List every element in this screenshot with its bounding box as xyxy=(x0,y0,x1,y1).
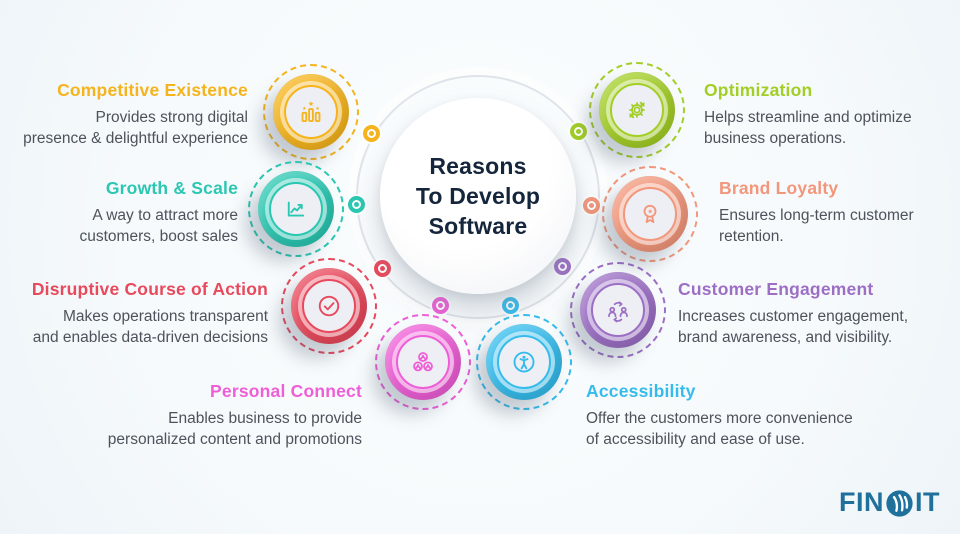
dashed-ring xyxy=(281,258,377,354)
disruptive-badge xyxy=(281,258,377,354)
people-exchange-icon xyxy=(608,301,628,323)
check-circle-icon xyxy=(318,295,340,317)
growth-scale-text: Growth & Scale A way to attract more cus… xyxy=(79,178,238,247)
people-network-icon xyxy=(413,352,433,372)
accessibility-icon xyxy=(513,351,535,373)
svg-text:★: ★ xyxy=(308,100,314,108)
item-description: Makes operations transparent and enables… xyxy=(32,308,268,346)
dashed-ring xyxy=(476,314,572,410)
svg-text:★: ★ xyxy=(647,209,653,216)
personal-connect-text: Personal Connect Enables business to pro… xyxy=(108,381,362,450)
connector-dot-customer-engagement xyxy=(554,258,571,275)
connector-dot-growth-scale xyxy=(348,196,365,213)
item-description: Increases customer engagement, brand awa… xyxy=(678,308,909,346)
connector-dot-optimization xyxy=(570,123,587,140)
finoit-logo: FIN IT xyxy=(839,487,940,518)
connector-dot-brand-loyalty xyxy=(583,197,600,214)
dashed-ring xyxy=(375,314,471,410)
podium-stars-icon: ★ ★ ★ xyxy=(301,100,321,122)
dashed-ring xyxy=(263,64,359,160)
award-ribbon-icon: ★ xyxy=(643,204,657,224)
connector-dot-competitive-existence xyxy=(363,125,380,142)
customer-engagement-text: Customer Engagement Increases customer e… xyxy=(678,279,908,348)
svg-text:★: ★ xyxy=(315,106,320,112)
disruptive-text: Disruptive Course of Action Makes operat… xyxy=(32,279,268,348)
item-heading: Growth & Scale xyxy=(105,178,238,198)
item-description: Enables business to provide personalized… xyxy=(107,410,362,448)
item-description: Ensures long-term customer retention. xyxy=(719,207,914,245)
item-heading: Accessibility xyxy=(586,381,696,401)
title-line-1: Reasons xyxy=(429,153,527,179)
brand-loyalty-badge: ★ xyxy=(602,166,698,262)
customer-engagement-badge xyxy=(570,262,666,358)
brand-loyalty-text: Brand Loyalty Ensures long-term customer… xyxy=(719,178,914,247)
growth-scale-badge xyxy=(248,161,344,257)
svg-text:★: ★ xyxy=(302,106,307,112)
center-circle: Reasons To Develop Software xyxy=(380,98,576,294)
accessibility-text: Accessibility Offer the customers more c… xyxy=(586,381,853,450)
personal-connect-badge xyxy=(375,314,471,410)
dashed-ring xyxy=(589,62,685,158)
title-line-2: To Develop xyxy=(415,183,541,209)
connector-dot-disruptive xyxy=(374,260,391,277)
optimization-badge xyxy=(589,62,685,158)
dashed-ring xyxy=(248,161,344,257)
dashed-ring xyxy=(602,166,698,262)
item-description: Offer the customers more convenience of … xyxy=(586,410,853,448)
logo-text-it: IT xyxy=(915,487,940,517)
accessibility-badge xyxy=(476,314,572,410)
item-heading: Customer Engagement xyxy=(678,279,874,299)
item-heading: Disruptive Course of Action xyxy=(31,279,268,299)
item-heading: Brand Loyalty xyxy=(719,178,839,198)
infographic-title: Reasons To Develop Software xyxy=(416,151,540,241)
item-heading: Competitive Existence xyxy=(57,80,248,100)
dashed-ring xyxy=(570,262,666,358)
logo-text-fin: FIN xyxy=(839,487,884,517)
logo-globe-icon xyxy=(886,490,913,517)
optimization-text: Optimization Helps streamline and optimi… xyxy=(704,80,912,149)
item-description: Helps streamline and optimize business o… xyxy=(704,109,912,147)
gear-optimize-icon xyxy=(629,101,645,119)
connector-dot-accessibility xyxy=(502,297,519,314)
item-description: Provides strong digital presence & delig… xyxy=(23,109,248,147)
item-description: A way to attract more customers, boost s… xyxy=(79,207,238,245)
competitive-existence-badge: ★ ★ ★ xyxy=(263,64,359,160)
item-heading: Personal Connect xyxy=(210,381,362,401)
competitive-existence-text: Competitive Existence Provides strong di… xyxy=(23,80,248,149)
growth-chart-icon xyxy=(287,201,305,217)
item-heading: Optimization xyxy=(704,80,813,100)
connector-dot-personal-connect xyxy=(432,297,449,314)
title-line-3: Software xyxy=(428,213,528,239)
